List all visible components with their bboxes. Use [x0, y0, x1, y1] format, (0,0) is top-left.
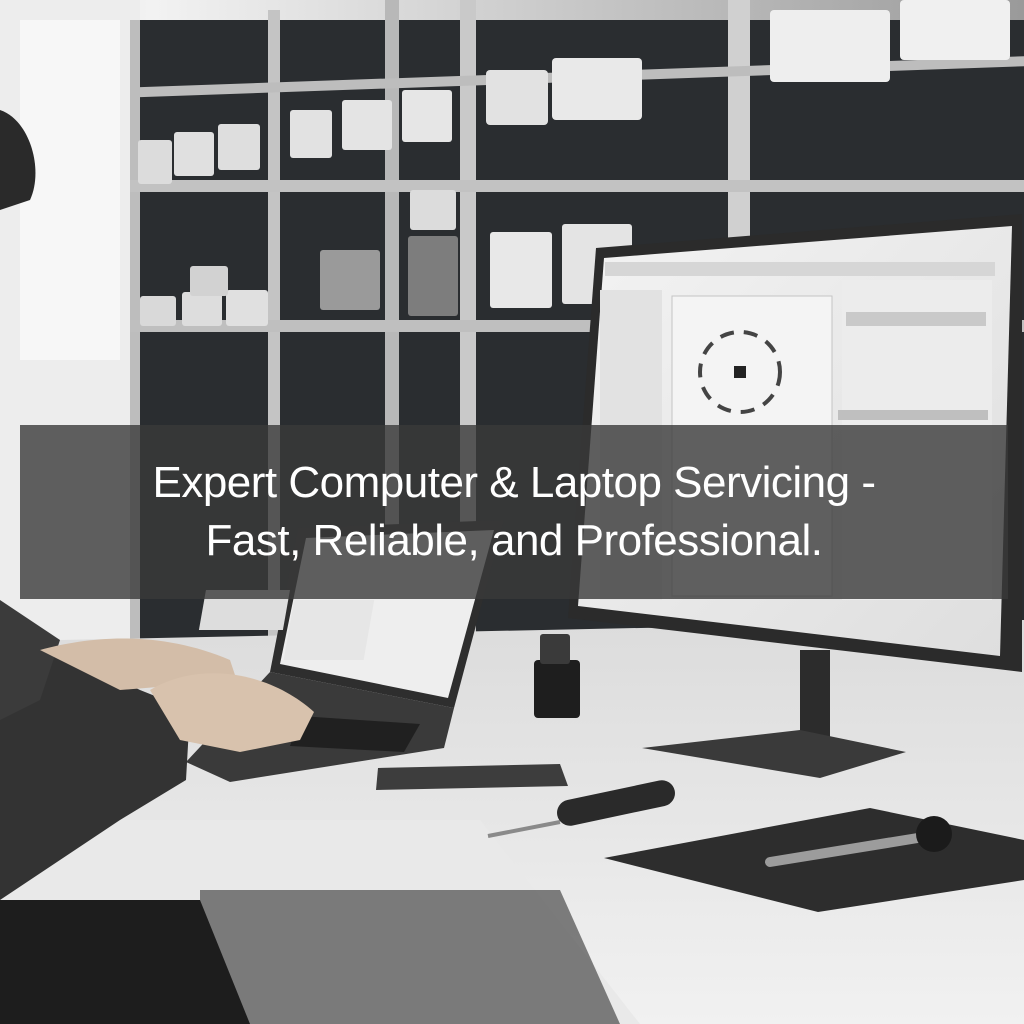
person — [0, 110, 314, 1024]
headline-line-1: Expert Computer & Laptop Servicing - — [152, 458, 876, 507]
screwdriver — [487, 780, 675, 838]
bottle — [534, 634, 580, 718]
headline-line-2: Fast, Reliable, and Professional. — [205, 516, 823, 565]
headline: Expert Computer & Laptop Servicing - Fas… — [20, 425, 1008, 599]
headline-banner — [20, 425, 1008, 599]
